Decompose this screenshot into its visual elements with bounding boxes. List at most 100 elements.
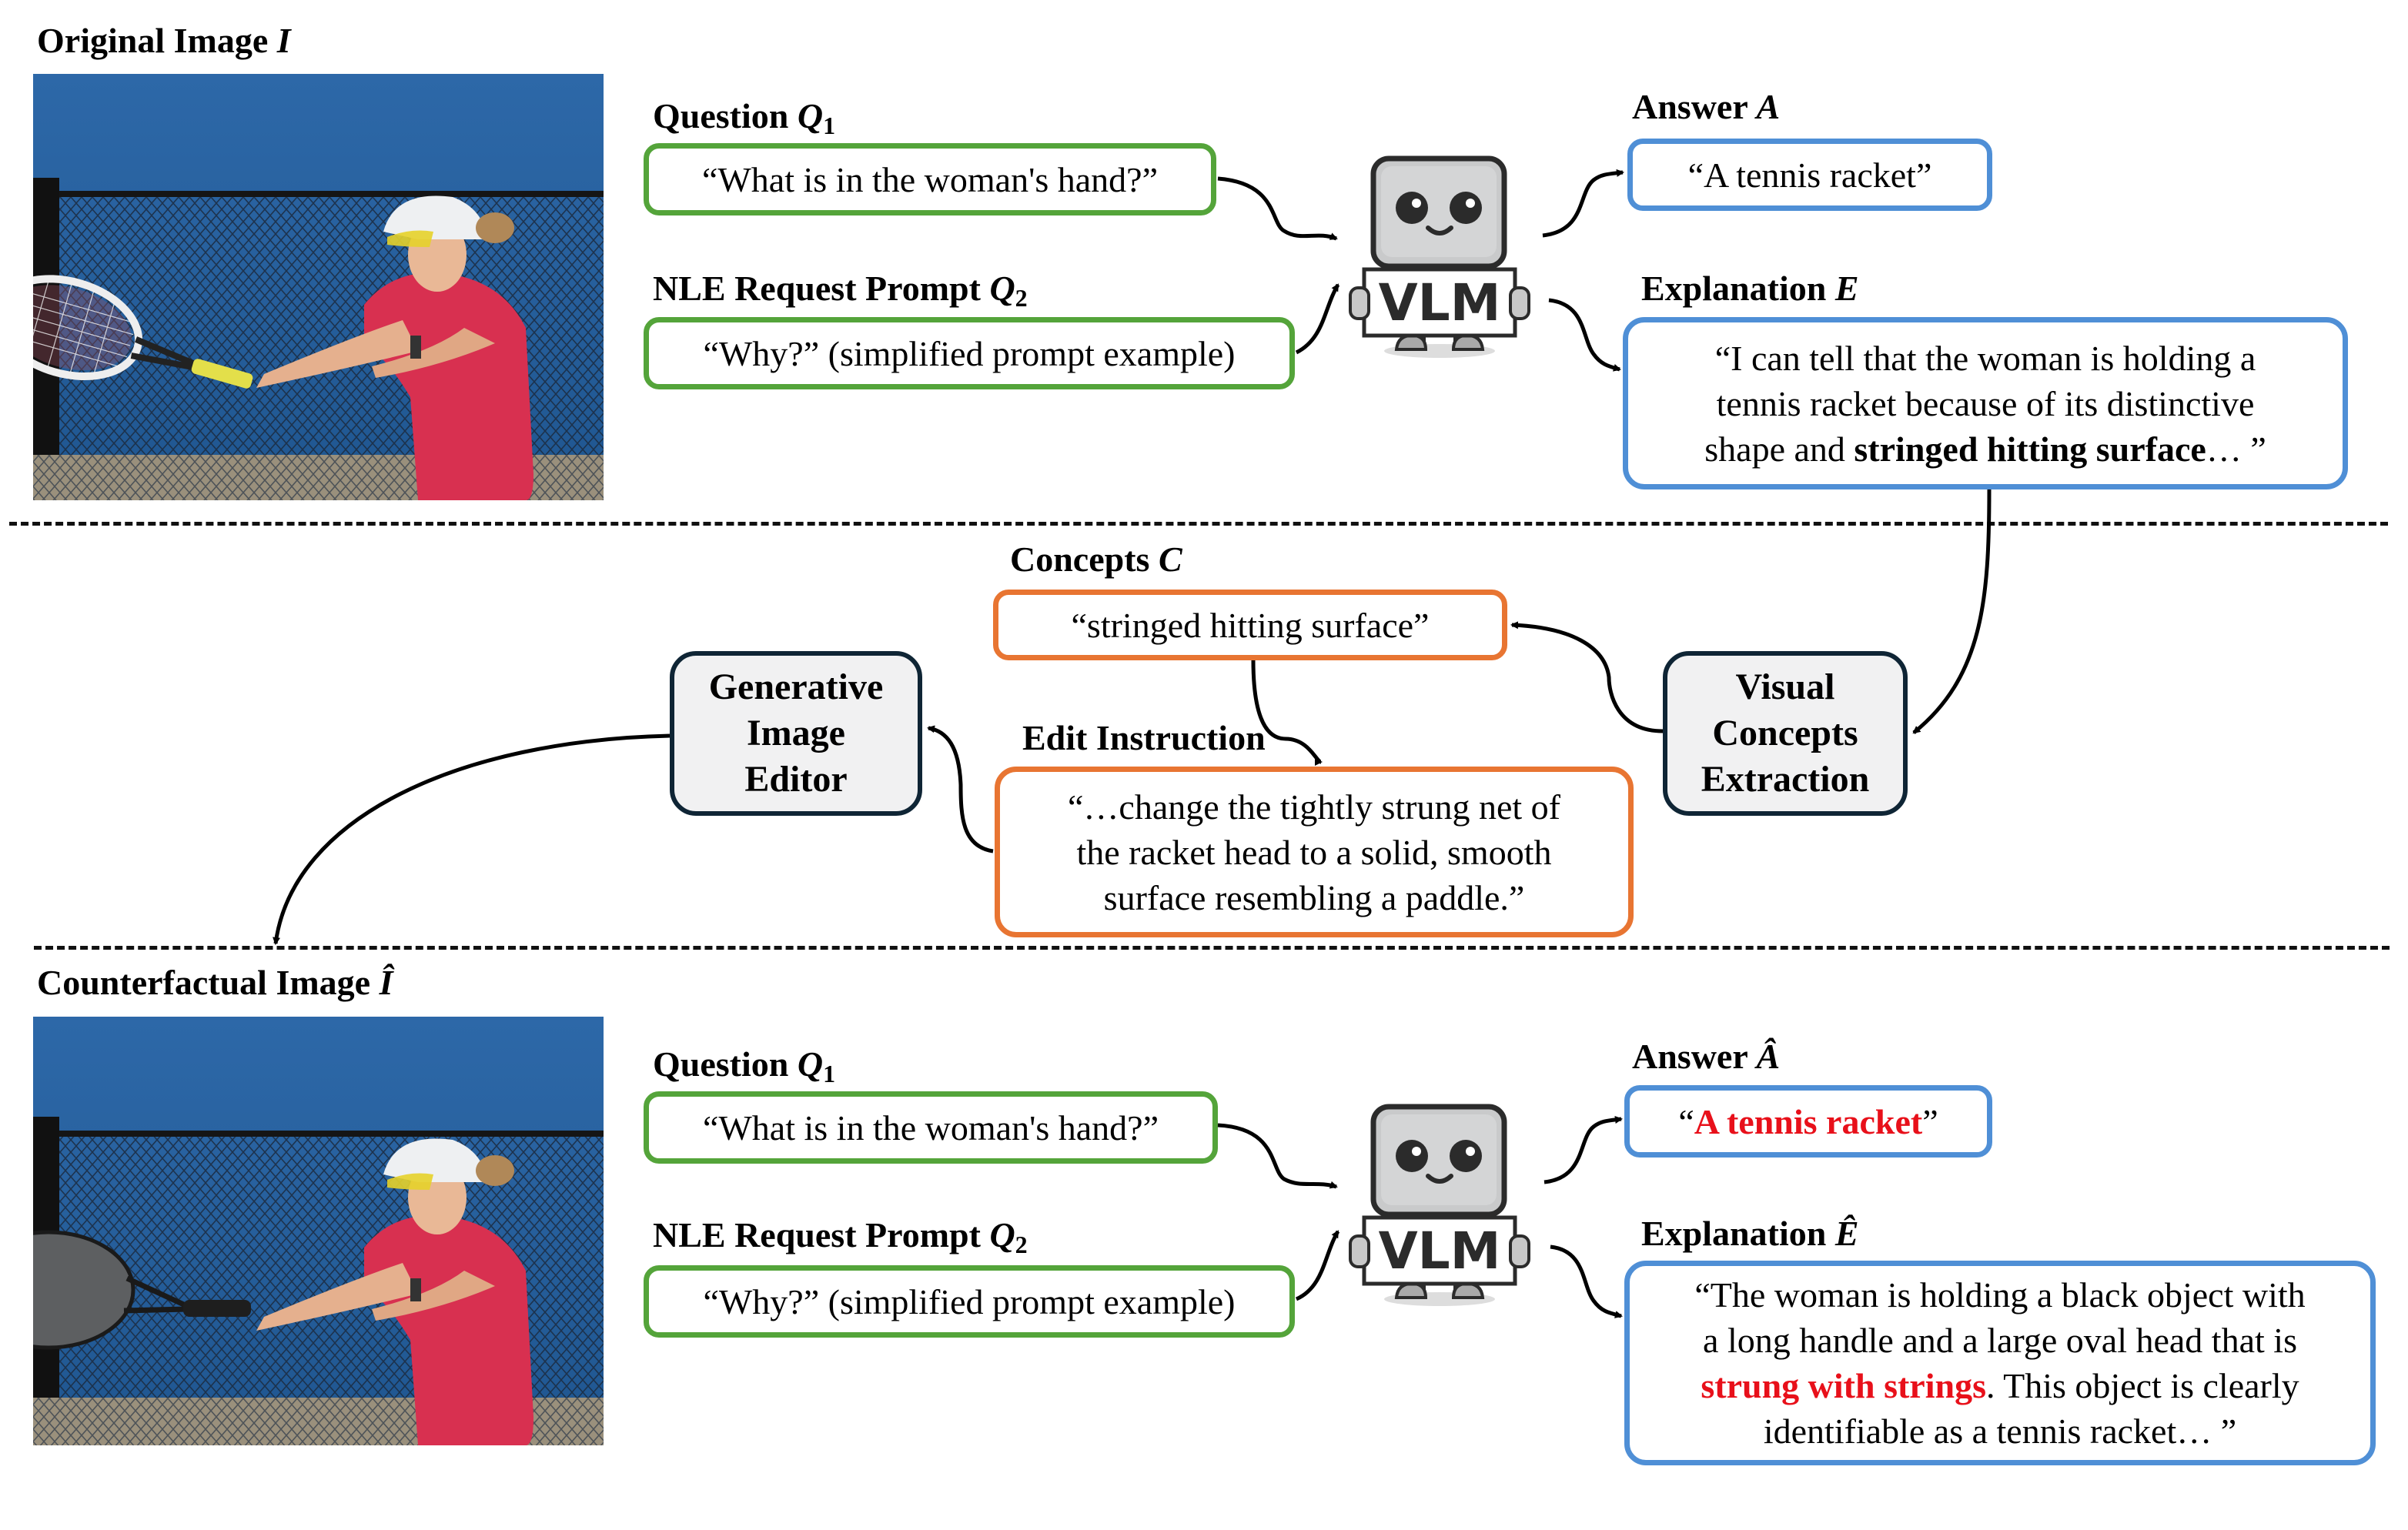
visual-concepts-extraction-box: Visual Concepts Extraction [1663, 651, 1908, 816]
section-divider-top [9, 522, 2388, 526]
concepts-box: “stringed hitting surface” [993, 590, 1507, 660]
concepts-text: “stringed hitting surface” [1071, 605, 1430, 645]
tennis-photo-counterfactual [33, 1017, 604, 1445]
edit-instruction-line: surface resembling a paddle.” [1103, 877, 1525, 917]
answer-text: “A tennis racket” [1687, 155, 1932, 195]
edit-instruction-text: “…change the tightly strung net of the r… [1068, 784, 1560, 920]
cf-explanation-line: identifiable as a tennis racket… ” [1763, 1411, 2237, 1451]
prompt-text: “Why?” (simplified prompt example) [703, 333, 1236, 373]
explanation-text: “I can tell that the woman is holding a … [1704, 336, 2266, 472]
explanation-label: Explanation E [1641, 271, 1859, 306]
cf-prompt-label: NLE Request Prompt Q2 [653, 1215, 1028, 1258]
cf-question-label-text: Question [653, 1044, 789, 1084]
cf-explanation-line: a long handle and a large oval head that… [1703, 1321, 2297, 1360]
cf-question-text: “What is in the woman's hand?” [702, 1107, 1159, 1148]
cf-question-label: Question Q1 [653, 1044, 836, 1087]
arrow-vlm-to-answer [1542, 169, 1624, 238]
cf-explanation-line3-suffix: . This object is clearly [1985, 1366, 2299, 1405]
arrow-cf-question-to-vlm [1217, 1123, 1338, 1189]
edit-instruction-line: “…change the tightly strung net of [1067, 787, 1560, 827]
edit-instruction-line: the racket head to a solid, smooth [1076, 832, 1552, 872]
prompt-symbol: Q [989, 269, 1015, 308]
original-image-symbol: I [276, 21, 291, 60]
cf-explanation-label: Explanation Ê [1641, 1216, 1859, 1251]
cf-answer-label: Answer Â [1632, 1039, 1780, 1074]
editor-line: Editor [744, 759, 848, 800]
explanation-line3-prefix: shape and [1704, 429, 1854, 469]
cf-question-symbol: Q [797, 1044, 824, 1084]
edit-instruction-label-text: Edit Instruction [1022, 718, 1266, 757]
explanation-key-concept: stringed hitting surface [1854, 429, 2206, 469]
explanation-box: “I can tell that the woman is holding a … [1623, 317, 2348, 489]
extractor-line: Visual [1735, 666, 1835, 707]
explanation-label-text: Explanation [1641, 269, 1827, 308]
answer-box: “A tennis racket” [1627, 139, 1992, 211]
section-divider-bottom [34, 946, 2390, 950]
question-subscript: 1 [823, 112, 836, 139]
original-image-label-text: Original Image [37, 21, 269, 60]
answer-label: Answer A [1632, 89, 1780, 125]
cf-prompt-label-text: NLE Request Prompt [653, 1215, 981, 1254]
cf-explanation-box: “The woman is holding a black object wit… [1624, 1261, 2376, 1465]
editor-line: Image [747, 713, 845, 753]
explanation-symbol: E [1834, 269, 1859, 308]
cf-vlm-robot-icon: VLM [1347, 1101, 1532, 1308]
arrow-vlm-to-explanation [1548, 298, 1621, 372]
cf-explanation-line: strung with strings. This object is clea… [1694, 1363, 2305, 1408]
answer-label-text: Answer [1632, 87, 1747, 126]
original-image-label: Original Image I [37, 23, 291, 58]
edit-instruction-box: “…change the tightly strung net of the r… [995, 767, 1634, 937]
original-image [33, 74, 604, 500]
vlm-text: VLM [1379, 273, 1501, 332]
cf-prompt-box: “Why?” (simplified prompt example) [644, 1265, 1295, 1338]
concepts-label: Concepts C [1010, 542, 1182, 577]
prompt-subscript: 2 [1015, 284, 1028, 312]
cf-answer-close-quote: ” [1922, 1101, 1938, 1141]
cf-answer-highlight: A tennis racket [1694, 1101, 1923, 1141]
cf-question-box: “What is in the woman's hand?” [644, 1091, 1218, 1164]
question-text: “What is in the woman's hand?” [701, 159, 1159, 199]
counterfactual-image-label: Counterfactual Image Î [37, 965, 393, 1001]
vlm-robot-icon: VLM [1347, 152, 1532, 360]
cf-explanation-label-text: Explanation [1641, 1214, 1827, 1253]
question-label-text: Question [653, 96, 789, 135]
tennis-photo-original [33, 74, 604, 500]
arrow-prompt-to-vlm [1295, 283, 1340, 355]
prompt-box: “Why?” (simplified prompt example) [644, 317, 1295, 389]
cf-explanation-text: “The woman is holding a black object wit… [1694, 1272, 2305, 1454]
prompt-label-text: NLE Request Prompt [653, 269, 981, 308]
question-label: Question Q1 [653, 96, 836, 139]
arrow-cf-prompt-to-vlm [1295, 1230, 1340, 1301]
arrow-edit-to-editor [927, 725, 994, 854]
explanation-line: shape and stringed hitting surface… ” [1704, 426, 2266, 472]
explanation-line: tennis racket because of its distinctive [1716, 383, 2255, 423]
concepts-symbol: C [1158, 540, 1182, 579]
explanation-line: “I can tell that the woman is holding a [1714, 338, 2256, 378]
cf-answer-symbol: Â [1756, 1037, 1781, 1076]
cf-explanation-symbol: Ê [1834, 1214, 1859, 1253]
cf-answer-open-quote: “ [1678, 1101, 1694, 1141]
cf-prompt-subscript: 2 [1015, 1231, 1028, 1258]
edit-instruction-label: Edit Instruction [1022, 720, 1266, 756]
arrow-cf-vlm-to-explanation [1550, 1244, 1623, 1318]
extractor-line: Concepts [1712, 713, 1858, 753]
generative-image-editor-box: Generative Image Editor [670, 651, 922, 816]
editor-line: Generative [708, 666, 884, 707]
cf-prompt-text: “Why?” (simplified prompt example) [703, 1281, 1236, 1321]
arrow-cf-vlm-to-answer [1543, 1116, 1623, 1184]
cf-question-subscript: 1 [823, 1060, 836, 1087]
extractor-line: Extraction [1701, 759, 1870, 800]
cf-explanation-highlight: strung with strings [1701, 1366, 1986, 1405]
cf-answer-label-text: Answer [1632, 1037, 1747, 1076]
concepts-label-text: Concepts [1010, 540, 1150, 579]
arrow-editor-to-counterfactual [273, 733, 671, 945]
cf-explanation-line: “The woman is holding a black object wit… [1694, 1275, 2306, 1315]
cf-prompt-symbol: Q [989, 1215, 1015, 1254]
question-symbol: Q [797, 96, 824, 135]
counterfactual-image [33, 1017, 604, 1445]
cf-vlm-text: VLM [1379, 1221, 1501, 1281]
question-box: “What is in the woman's hand?” [644, 143, 1216, 215]
arrow-explanation-to-extraction [1912, 489, 1992, 734]
prompt-label: NLE Request Prompt Q2 [653, 269, 1028, 312]
explanation-line3-suffix: … ” [2206, 429, 2266, 469]
